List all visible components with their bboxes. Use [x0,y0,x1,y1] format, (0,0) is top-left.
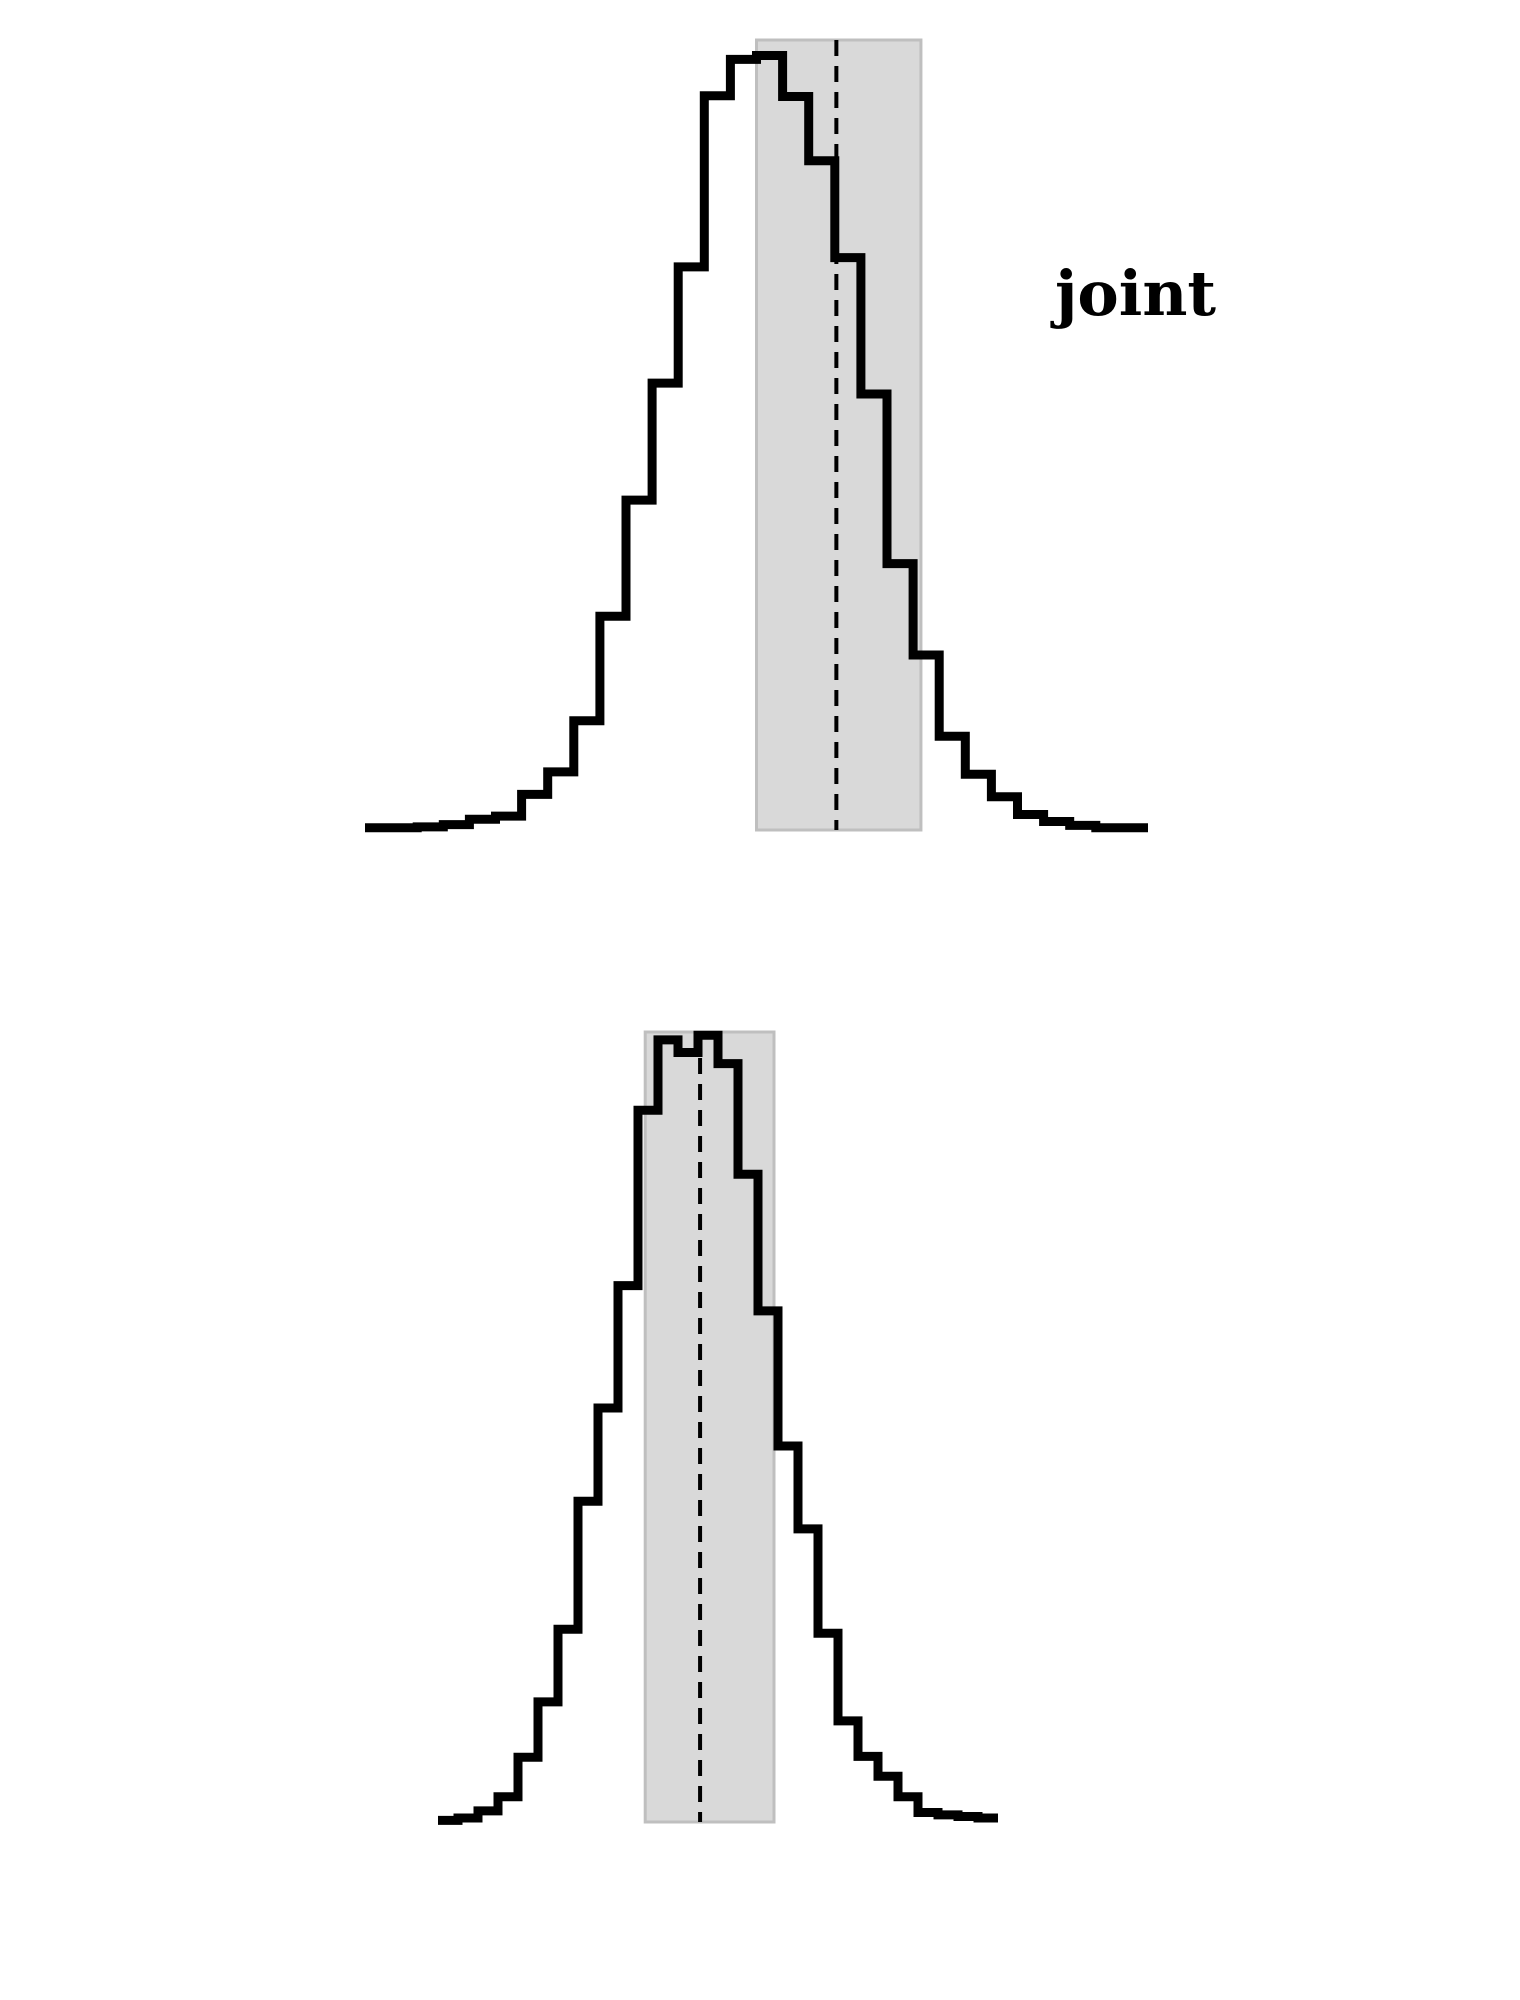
lower-histogram-panel [438,1030,998,1825]
panel-label: joint [1050,257,1216,330]
histogram-step-line [365,51,1148,833]
histogram-step-line [438,1030,998,1825]
joint-histogram-panel: joint [365,38,1216,833]
histogram-bin [783,97,809,830]
histogram-bin [698,1035,718,1822]
histogram-bin [757,55,783,830]
histogram-bin [678,1053,698,1822]
histogram-bin [730,59,756,830]
histogram-bin [658,1040,678,1822]
